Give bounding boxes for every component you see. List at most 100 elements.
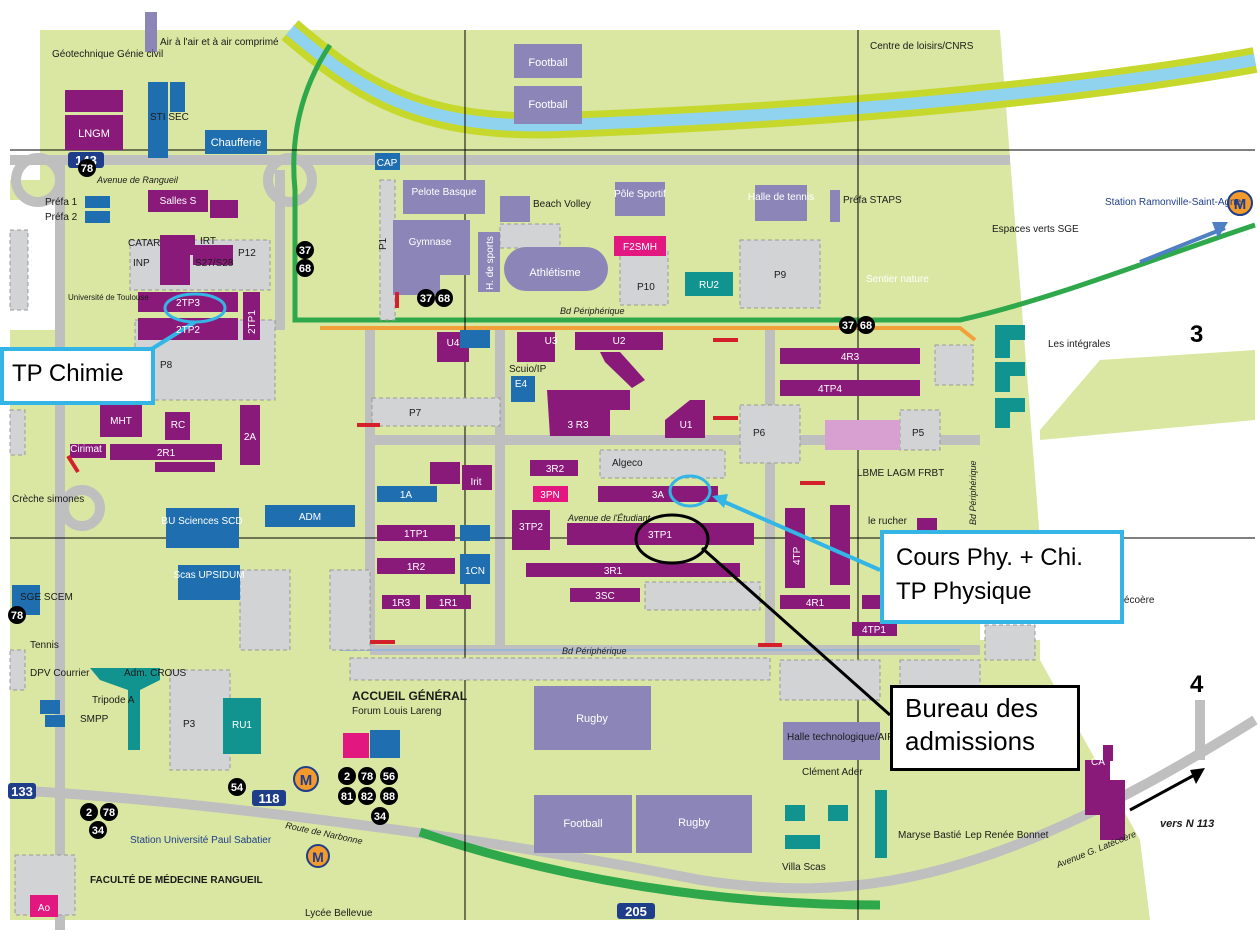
label-adm-crous: Adm. CROUS [124, 668, 187, 679]
label-mht: MHT [110, 416, 132, 427]
label-geotechnique: Géotechnique Génie civil [52, 49, 163, 60]
label-1cn: 1CN [465, 566, 485, 577]
road-bd-peripherique-bottom: Bd Périphérique [562, 646, 627, 656]
bus-82: 82 [361, 791, 373, 803]
bus-2: 2 [86, 807, 92, 819]
football-field-1 [514, 44, 582, 78]
label-p3: P3 [183, 719, 196, 730]
road-205: 205 [625, 904, 647, 919]
football-field-2 [514, 86, 582, 124]
label-salles-s: Salles S [160, 196, 197, 207]
label-4tp-v: 4TP [792, 546, 803, 565]
label-dpv: DPV Courrier [30, 668, 90, 679]
grid-row-3: 3 [1190, 321, 1203, 348]
bureau-marker [634, 513, 710, 565]
label-beach: Beach Volley [533, 199, 591, 210]
label-lycee: Lycée Bellevue [305, 908, 373, 919]
label-prefa2: Préfa 2 [45, 212, 78, 223]
label-cirimat: Cirimat [70, 444, 102, 455]
parking-p10 [619, 249, 669, 306]
road-avenue-rangueil: Avenue de Rangueil [96, 175, 179, 185]
label-s27: S27/S28 [195, 258, 234, 269]
metro-icon [306, 844, 330, 868]
bus-37: 37 [842, 320, 854, 332]
label-4tp1: 4TP1 [862, 625, 886, 636]
road-bd-peripherique-side: Bd Périphérique [968, 460, 978, 525]
rugby-field-2 [636, 795, 752, 853]
label-3a: 3A [652, 490, 665, 501]
cours-label-line1: Cours Phy. + Chi. [896, 544, 1083, 571]
bus-81: 81 [341, 791, 353, 803]
label-4tp4: 4TP4 [818, 384, 842, 395]
bus-78: 78 [361, 771, 373, 783]
label-pole: Pôle Sportif [614, 189, 666, 200]
parking-p6 [739, 404, 801, 464]
label-1r1: 1R1 [439, 598, 458, 609]
bus-68: 68 [860, 320, 872, 332]
label-ca: CA [1091, 757, 1105, 768]
metro-icon [293, 766, 319, 792]
bureau-label-line2: admissions [905, 726, 1036, 756]
label-station-ups: Station Université Paul Sabatier [130, 835, 272, 846]
bureau-label-line1: Bureau des [905, 693, 1038, 723]
metro-icon [1227, 190, 1253, 216]
label-faculte: FACULTÉ DE MÉDECINE RANGUEIL [90, 873, 263, 886]
football-field-3 [534, 795, 632, 853]
label-sentier: Sentier nature [866, 274, 929, 285]
road-133: 133 [11, 784, 33, 799]
building-bu-sciences [166, 508, 239, 548]
cours-callout: Cours Phy. + Chi. TP Physique [880, 530, 1124, 624]
parking-p3 [169, 669, 231, 771]
bus-78: 78 [103, 807, 115, 819]
label-4r3: 4R3 [841, 352, 860, 363]
label-rugby-2: Rugby [678, 817, 710, 829]
label-villa: Villa Scas [782, 862, 826, 873]
label-u2: U2 [613, 336, 626, 347]
athletisme-track [504, 247, 608, 291]
bureau-admissions-callout: Bureau des admissions [890, 685, 1080, 771]
cours-label-line2: TP Physique [896, 578, 1032, 605]
label-latecoere: Latécoère [1110, 595, 1155, 606]
bd-peripherique-green [291, 43, 1256, 323]
svg-text:M: M [300, 772, 313, 789]
label-3sc: 3SC [595, 591, 614, 602]
grid-row-4: 4 [1190, 671, 1204, 698]
label-hsports: H. de sports [485, 236, 496, 290]
parking-p5 [899, 409, 941, 451]
label-tennis: Tennis [30, 640, 59, 651]
label-pelote: Pelote Basque [411, 187, 476, 198]
label-halle-techno: Halle technologique/AIP [787, 732, 894, 743]
label-les-integrales: Les intégrales [1048, 339, 1110, 350]
label-football-2: Football [528, 99, 567, 111]
label-2a: 2A [244, 432, 257, 443]
label-rugby-1: Rugby [576, 713, 608, 725]
label-ao: Ao [38, 903, 51, 914]
svg-text:M: M [312, 849, 324, 865]
label-ru2: RU2 [699, 280, 719, 291]
river [286, 25, 1257, 132]
label-irit: Irit [470, 477, 481, 488]
label-p9: P9 [774, 270, 787, 281]
label-3tp1: 3TP1 [648, 530, 672, 541]
label-cap: CAP [377, 158, 398, 169]
label-1r3: 1R3 [392, 598, 411, 609]
label-maryse: Maryse Bastié [898, 830, 962, 841]
label-u4: U4 [447, 338, 460, 349]
bus-34: 34 [374, 811, 387, 823]
label-3r3: 3 R3 [567, 420, 589, 431]
label-athletisme: Athlétisme [529, 267, 580, 279]
label-lngm: LNGM [78, 128, 110, 140]
bus-54: 54 [231, 782, 244, 794]
building-chaufferie [205, 130, 267, 154]
bus-37: 37 [299, 245, 311, 257]
label-smpp: SMPP [80, 714, 109, 725]
label-2tp2: 2TP2 [176, 325, 200, 336]
label-catar: CATAR [128, 238, 160, 249]
label-gymnase: Gymnase [409, 237, 452, 248]
label-e4: E4 [515, 379, 528, 390]
building-ru2 [685, 272, 733, 296]
label-prefa1: Préfa 1 [45, 197, 78, 208]
label-creche: Crèche simones [12, 494, 84, 505]
label-air-comprime: Air à l'air et à air comprimé [160, 37, 279, 48]
orange-path [320, 326, 977, 342]
